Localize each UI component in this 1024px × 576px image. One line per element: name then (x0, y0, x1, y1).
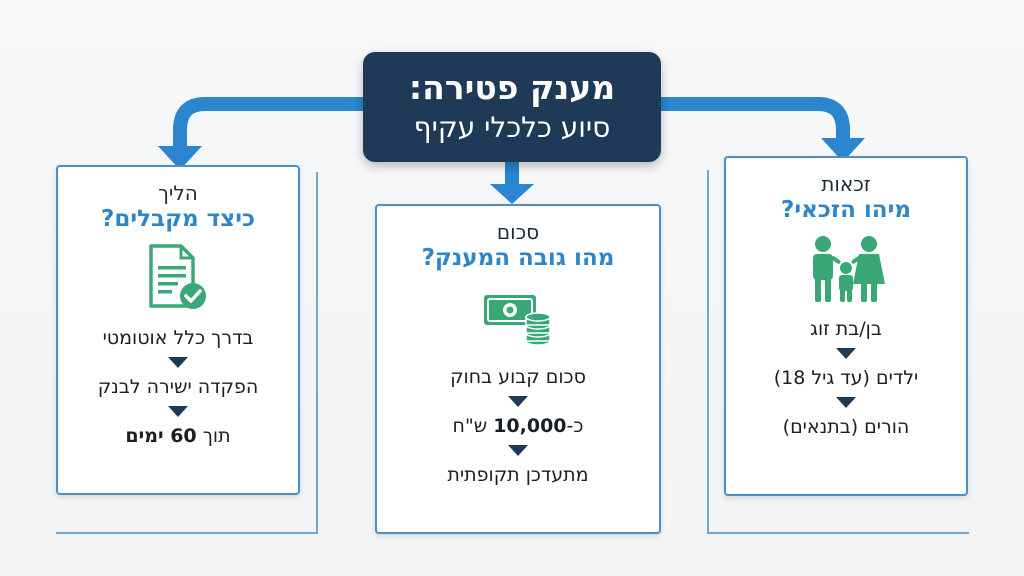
amount-item-1: סכום קבוע בחוק (450, 366, 586, 388)
amount-item-3: מתעדכן תקופתית (447, 464, 589, 486)
amount-item-2: כ-10,000 ש"ח (452, 415, 584, 437)
card-amount-heading: מהו גובה המענק? (421, 245, 615, 271)
card-process-label: הליך (158, 181, 198, 205)
family-icon (813, 236, 885, 302)
rail-right-bottom (707, 532, 969, 534)
process-item-2: הפקדה ישירה לבנק (97, 376, 259, 398)
process-item-1: בדרך כלל אוטומטי (102, 327, 254, 349)
down-arrow-icon (836, 348, 856, 359)
card-amount: סכום מהו גובה המענק? סכום קבוע (375, 204, 661, 534)
card-amount-label: סכום (496, 220, 540, 244)
card-eligibility: זכאות מיהו הזכאי? (724, 156, 968, 496)
money-icon (484, 295, 551, 346)
document-check-icon (149, 244, 206, 309)
arrow-to-left-card (173, 97, 363, 150)
down-arrow-icon (836, 397, 856, 408)
card-eligibility-label: זכאות (821, 172, 871, 196)
process-item-3: תוך 60 ימים (125, 425, 231, 447)
title-sub: סיוע כלכלי עקיף (413, 111, 611, 144)
card-process: הליך כיצד מקבלים? בדרך כלל אוטומטי הפקדה… (56, 165, 300, 495)
down-arrow-icon (168, 357, 188, 368)
arrow-head-middle (490, 184, 534, 204)
card-eligibility-heading: מיהו הזכאי? (780, 197, 911, 223)
rail-left-vertical (316, 172, 318, 534)
arrow-to-right-card (661, 97, 850, 142)
eligibility-item-2: ילדים (עד גיל 18) (773, 367, 919, 389)
eligibility-item-3: הורים (בתנאים) (782, 416, 910, 438)
title-main: מענק פטירה: (408, 68, 616, 107)
rail-right-vertical (707, 170, 709, 534)
title-box: מענק פטירה: סיוע כלכלי עקיף (363, 52, 661, 162)
rail-left-bottom (56, 532, 318, 534)
eligibility-item-1: בן/בת זוג (810, 318, 882, 340)
down-arrow-icon (168, 406, 188, 417)
down-arrow-icon (508, 396, 528, 407)
down-arrow-icon (508, 445, 528, 456)
card-process-heading: כיצד מקבלים? (101, 206, 255, 232)
